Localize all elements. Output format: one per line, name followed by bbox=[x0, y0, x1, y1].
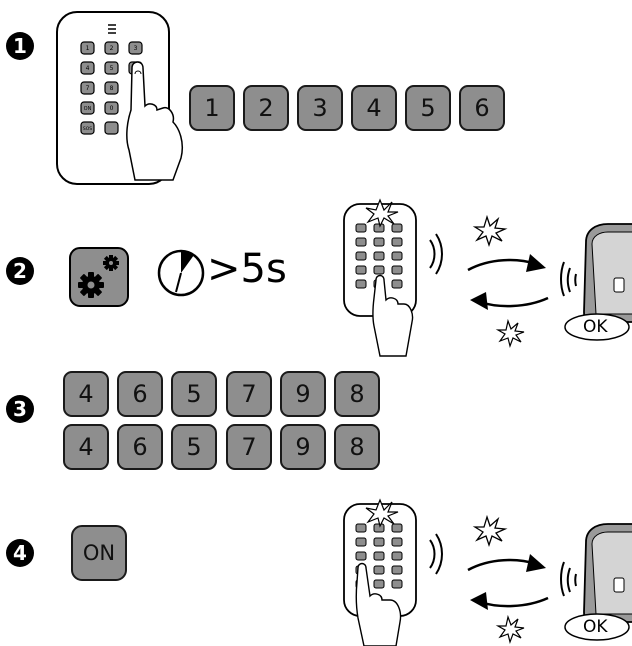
code-key: 6 bbox=[117, 371, 163, 417]
code-key: 9 bbox=[280, 424, 326, 470]
flash-icon bbox=[495, 614, 525, 645]
svg-text:7: 7 bbox=[86, 85, 90, 92]
code-key-1: 1 bbox=[189, 85, 235, 131]
arrow-icon bbox=[467, 554, 549, 610]
svg-text:SOS: SOS bbox=[83, 126, 92, 132]
ok-bubble bbox=[564, 313, 630, 341]
ok-bubble bbox=[564, 613, 630, 641]
arrow-icon bbox=[467, 254, 549, 310]
svg-text:ON: ON bbox=[84, 106, 92, 112]
flash-icon bbox=[472, 214, 508, 248]
code-key: 7 bbox=[226, 424, 272, 470]
remote-transmit-illustration bbox=[343, 498, 443, 646]
confirm-ok-label: OK bbox=[583, 617, 608, 637]
svg-text:1: 1 bbox=[86, 45, 90, 52]
settings-gears-icon bbox=[69, 247, 129, 307]
on-key: ON bbox=[71, 525, 127, 581]
code-key: 6 bbox=[117, 424, 163, 470]
code-key: 5 bbox=[171, 371, 217, 417]
code-key: 8 bbox=[334, 371, 380, 417]
svg-text:5: 5 bbox=[110, 65, 114, 72]
svg-text:0: 0 bbox=[110, 105, 114, 112]
receiver-device-illustration bbox=[560, 523, 632, 623]
svg-text:2: 2 bbox=[110, 45, 114, 52]
code-key: 7 bbox=[226, 371, 272, 417]
keypad-remote-illustration: 1 2 3 4 5 7 8 ON 0 SOS bbox=[56, 11, 184, 185]
step-3-number: 3 bbox=[6, 395, 34, 423]
code-key: 4 bbox=[63, 424, 109, 470]
confirm-ok-label: OK bbox=[583, 317, 608, 337]
code-key-6: 6 bbox=[459, 85, 505, 131]
flash-icon bbox=[495, 318, 525, 349]
code-key: 9 bbox=[280, 371, 326, 417]
svg-text:3: 3 bbox=[134, 45, 138, 52]
remote-transmit-illustration bbox=[343, 198, 443, 357]
code-key-4: 4 bbox=[351, 85, 397, 131]
code-key: 5 bbox=[171, 424, 217, 470]
svg-text:4: 4 bbox=[86, 65, 90, 72]
step-1-number: 1 bbox=[6, 32, 34, 60]
step-4-number: 4 bbox=[6, 539, 34, 567]
flash-icon bbox=[472, 514, 508, 548]
code-key: 4 bbox=[63, 371, 109, 417]
step-2-number: 2 bbox=[6, 257, 34, 285]
svg-text:8: 8 bbox=[110, 85, 114, 92]
stopwatch-icon bbox=[157, 249, 205, 297]
code-key: 8 bbox=[334, 424, 380, 470]
duration-label: >5s bbox=[207, 246, 287, 292]
code-key-2: 2 bbox=[243, 85, 289, 131]
code-key-5: 5 bbox=[405, 85, 451, 131]
code-key-3: 3 bbox=[297, 85, 343, 131]
